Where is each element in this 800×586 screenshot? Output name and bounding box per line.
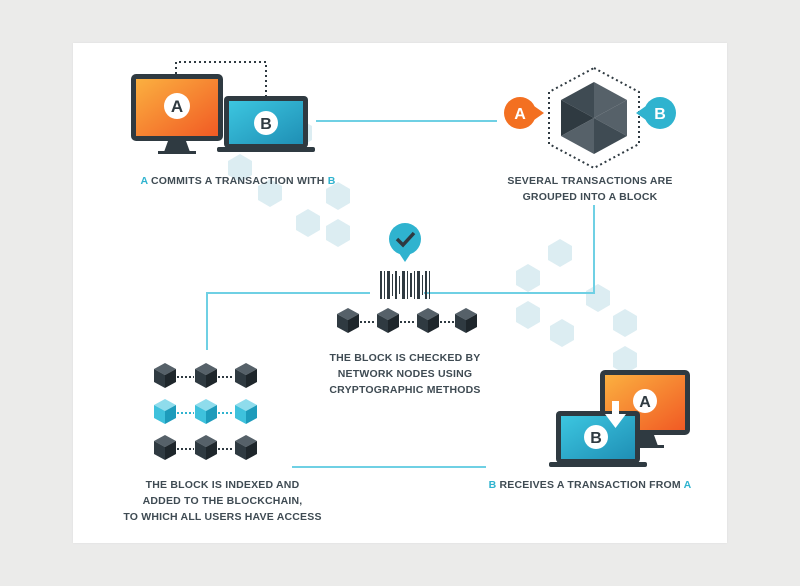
hex-shape: [550, 319, 574, 347]
hex-shape: [516, 301, 540, 329]
svg-text:B: B: [654, 106, 666, 123]
hex-shape: [613, 309, 637, 337]
cube-icon: [455, 308, 477, 333]
caption-step-1: A COMMITS A TRANSACTION WITH B: [140, 175, 336, 187]
sender-devices: A B: [131, 61, 315, 154]
hex-shape: [326, 219, 350, 247]
down-arrow-icon: [605, 401, 626, 428]
receiver-highlight: B: [488, 479, 497, 491]
hex-shape: [516, 264, 540, 292]
verification-group: [337, 223, 477, 333]
hex-pattern-right: [516, 239, 637, 374]
hex-shape: [548, 239, 572, 267]
hexagon-block-icon: [561, 82, 627, 154]
cube-icon: [195, 435, 217, 460]
cube-icon: [235, 399, 257, 424]
flow-connectors: [206, 120, 595, 468]
cube-icon: [195, 399, 217, 424]
cube-icon: [235, 435, 257, 460]
checkmark-badge-icon: [389, 223, 421, 262]
svg-text:A: A: [514, 106, 526, 123]
monitor-letter: A: [171, 97, 183, 116]
dotted-link: [175, 61, 267, 96]
cube-icon: [337, 308, 359, 333]
cube-icon: [154, 435, 176, 460]
laptop-icon: B: [217, 96, 315, 152]
badge-b: B: [636, 97, 676, 129]
svg-text:A: A: [639, 394, 651, 411]
connector-2: [424, 205, 595, 294]
block-group: A B: [504, 66, 676, 170]
cube-icon: [154, 363, 176, 388]
monitor-icon: A: [131, 74, 223, 154]
cube-icon: [417, 308, 439, 333]
cube-icon: [195, 363, 217, 388]
hex-shape: [613, 346, 637, 374]
svg-text:B: B: [590, 430, 602, 447]
caption-step-5: B RECEIVES A TRANSACTION FROM A: [488, 479, 692, 491]
cube-icon: [154, 399, 176, 424]
hex-shape: [586, 284, 610, 312]
receiver-highlight: B: [327, 175, 336, 187]
cube-icon: [377, 308, 399, 333]
cube-chain-row: [337, 308, 477, 333]
barcode-icon: [380, 271, 430, 299]
badge-a: A: [504, 97, 544, 129]
laptop-letter: B: [260, 116, 272, 133]
blockchain-grid: [154, 363, 257, 460]
block-outline: [548, 66, 640, 170]
laptop-icon: B: [549, 411, 647, 467]
sender-highlight: A: [683, 479, 692, 491]
receiver-devices: A B: [549, 370, 690, 467]
sender-highlight: A: [140, 175, 148, 187]
connector-3: [206, 292, 370, 350]
cube-icon: [235, 363, 257, 388]
hex-shape: [296, 209, 320, 237]
